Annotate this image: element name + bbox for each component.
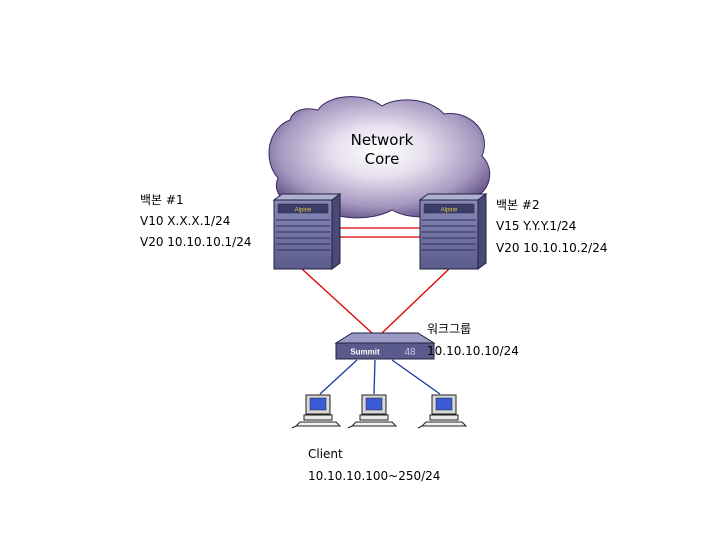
client-range: 10.10.10.100~250/24 [308,469,441,483]
uplink-links [301,268,450,334]
client-pc [347,394,398,429]
network-core-label: Network Core [322,131,442,169]
backbone-1-vlan2: V20 10.10.10.1/24 [140,235,252,249]
workgroup-title: 워크그룹 [427,322,472,336]
workgroup-address: 10.10.10.10/24 [427,344,519,358]
client-pc [417,394,468,429]
network-core-line1: Network [350,131,414,149]
backbone-1-vlan1: V10 X.X.X.1/24 [140,214,231,228]
backbone-2-vlan2: V20 10.10.10.2/24 [496,241,608,255]
backbone-2-title: 백본 #2 [496,198,540,212]
client-pc [291,394,342,429]
workgroup-switch: Summit 48 [334,332,436,360]
backbone-interconnect [333,227,420,238]
backbone-2-brand: Alpine [441,208,458,214]
client-links [319,359,441,395]
network-core-line2: Core [364,150,400,168]
workgroup-model: 48 [404,347,416,358]
client-title: Client [308,447,343,461]
backbone-1-switch: Alpine [272,193,342,270]
backbone-2-switch: Alpine [418,193,488,270]
backbone-1-title: 백본 #1 [140,193,184,207]
backbone-2-vlan1: V15 Y.Y.Y.1/24 [496,219,577,233]
backbone-1-brand: Alpine [295,208,312,214]
workgroup-brand: Summit [350,348,380,357]
